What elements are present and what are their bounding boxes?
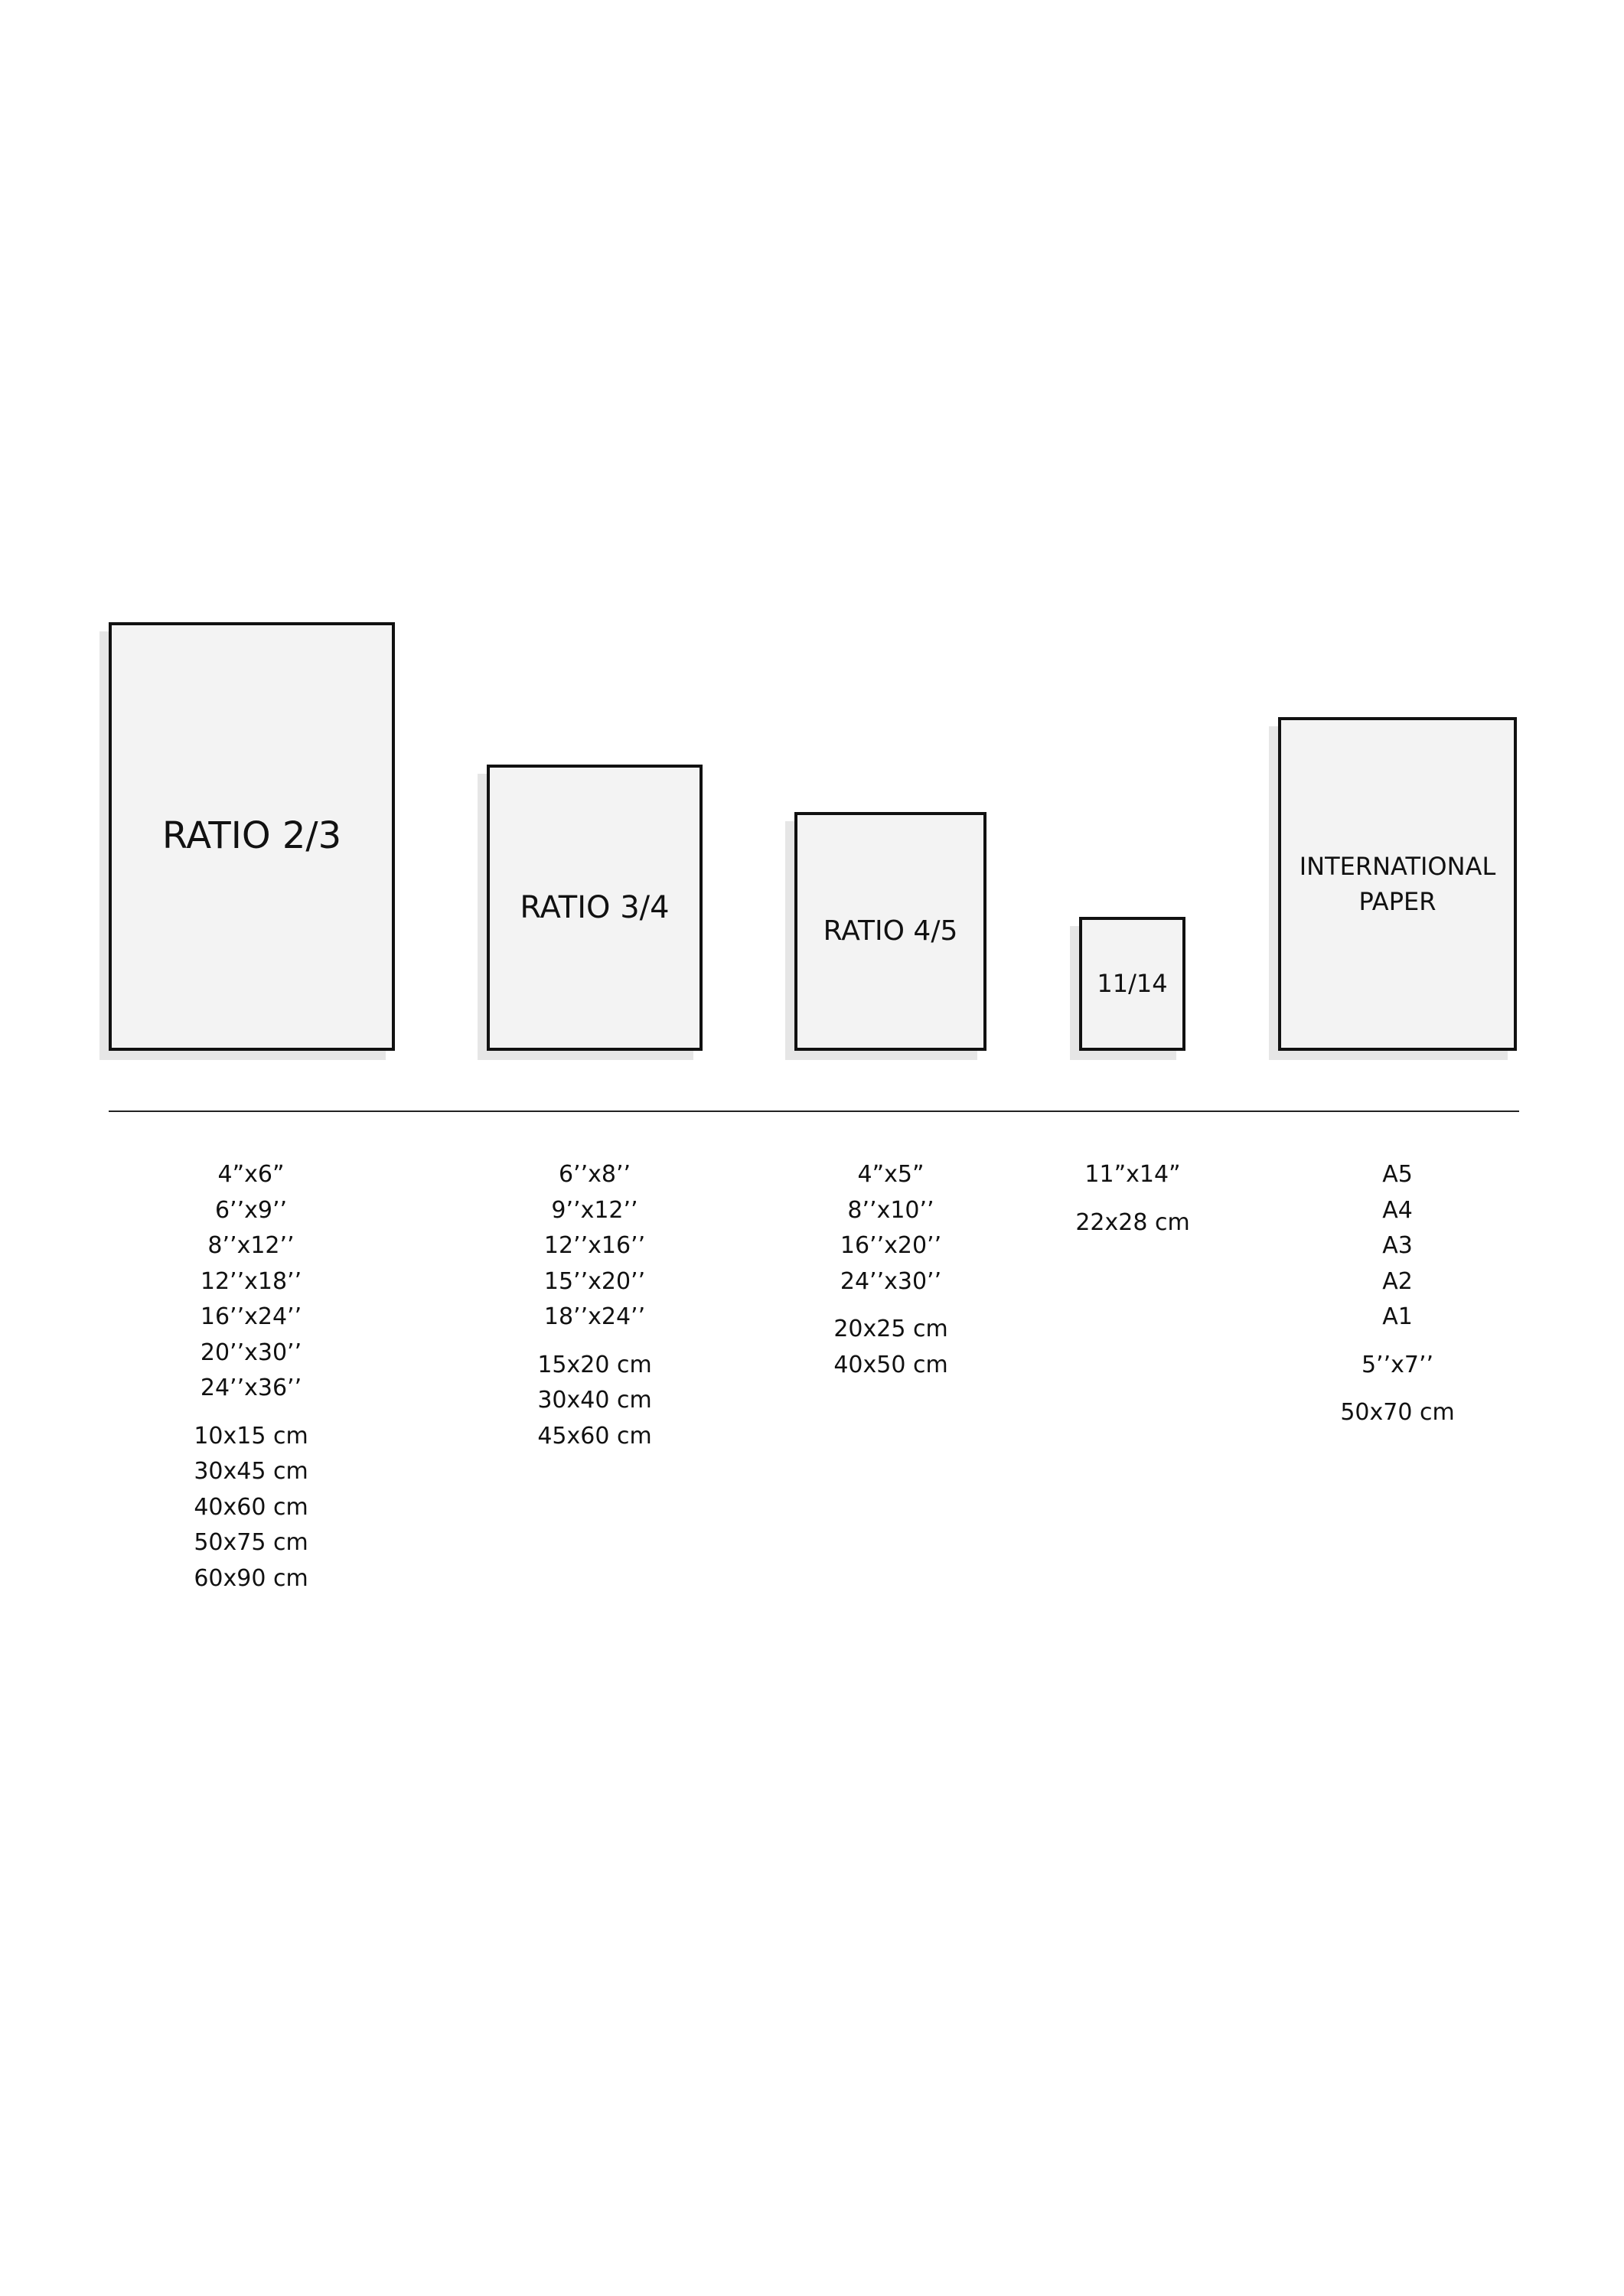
size-cm-item: 30x40 cm (537, 1387, 652, 1414)
size-cm-item: 45x60 cm (537, 1422, 652, 1450)
size-paper-item: A2 (1382, 1267, 1413, 1295)
frame-ratio-2-3: RATIO 2/3 (109, 622, 395, 1051)
size-list-11-14: 11”x14” 22x28 cm (1018, 1157, 1247, 1241)
size-inch-item: 16’’x20’’ (840, 1232, 942, 1259)
size-cm-item: 40x60 cm (194, 1493, 308, 1521)
size-cm-item: 30x45 cm (194, 1458, 308, 1485)
size-inch-item: 20’’x30’’ (200, 1339, 302, 1366)
size-list-ratio-3-4: 6’’x8’’ 9’’x12’’ 12’’x16’’ 15’’x20’’ 18’… (480, 1157, 709, 1454)
group-gap (1018, 1193, 1247, 1205)
group-gap (1283, 1383, 1512, 1395)
size-inch-item: 12’’x18’’ (200, 1267, 302, 1295)
size-inch-item: 9’’x12’’ (551, 1196, 638, 1224)
size-paper-item: A5 (1382, 1161, 1413, 1188)
size-cm-item: 15x20 cm (537, 1351, 652, 1378)
size-inch-item: 11”x14” (1084, 1161, 1181, 1188)
size-paper-item: A1 (1382, 1303, 1413, 1330)
group-gap (136, 1407, 366, 1419)
frame-international-paper: INTERNATIONAL PAPER (1278, 717, 1517, 1051)
size-inch-item: 6’’x8’’ (558, 1161, 631, 1188)
size-list-ratio-4-5: 4”x5” 8’’x10’’ 16’’x20’’ 24’’x30’’ 20x25… (776, 1157, 1006, 1383)
frame-11-14: 11/14 (1079, 917, 1185, 1051)
group-gap (1283, 1336, 1512, 1348)
size-inch-item: 5’’x7’’ (1361, 1351, 1434, 1378)
size-inch-item: 8’’x10’’ (847, 1196, 934, 1224)
size-inch-item: 18’’x24’’ (543, 1303, 646, 1330)
size-cm-item: 50x70 cm (1340, 1399, 1455, 1426)
size-cm-item: 10x15 cm (194, 1422, 308, 1450)
size-inch-item: 24’’x30’’ (840, 1267, 942, 1295)
size-cm-item: 60x90 cm (194, 1564, 308, 1592)
size-cm-item: 40x50 cm (833, 1351, 948, 1378)
size-paper-item: A4 (1382, 1196, 1413, 1224)
size-inch-item: 15’’x20’’ (543, 1267, 646, 1295)
size-cm-item: 20x25 cm (833, 1316, 948, 1342)
size-inch-item: 24’’x36’’ (200, 1375, 302, 1401)
size-inch-item: 16’’x24’’ (200, 1303, 302, 1330)
size-inch-item: 12’’x16’’ (543, 1232, 646, 1259)
size-paper-item: A3 (1382, 1232, 1413, 1259)
size-cm-item: 50x75 cm (194, 1529, 308, 1556)
divider-line (109, 1110, 1519, 1112)
frame-ratio-4-5: RATIO 4/5 (794, 812, 986, 1051)
group-gap (776, 1300, 1006, 1312)
size-list-ratio-2-3: 4”x6” 6’’x9’’ 8’’x12’’ 12’’x18’’ 16’’x24… (136, 1157, 366, 1596)
frame-ratio-3-4: RATIO 3/4 (487, 765, 703, 1051)
size-inch-item: 4”x5” (857, 1161, 925, 1188)
size-list-international-paper: A5 A4 A3 A2 A1 5’’x7’’ 50x70 cm (1283, 1157, 1512, 1431)
group-gap (480, 1336, 709, 1348)
size-inch-item: 8’’x12’’ (207, 1232, 295, 1259)
size-inch-item: 4”x6” (217, 1161, 285, 1188)
size-inch-item: 6’’x9’’ (214, 1196, 288, 1224)
size-cm-item: 22x28 cm (1075, 1208, 1190, 1236)
